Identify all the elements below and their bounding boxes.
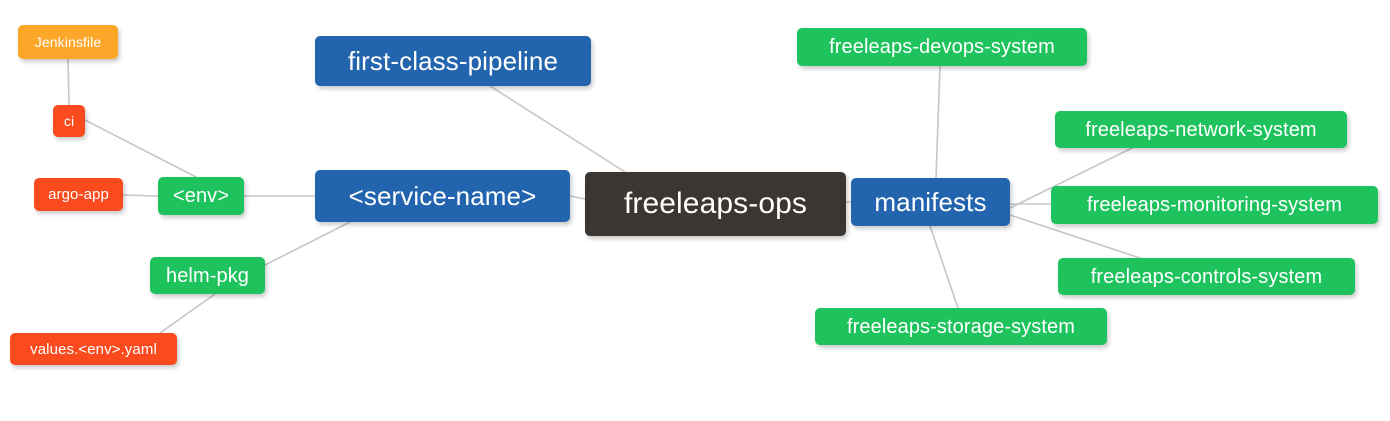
node-label: freeleaps-controls-system xyxy=(1090,265,1323,288)
edge-ci-to-env xyxy=(84,119,197,178)
edge-manifests-to-freeleaps-devops-system xyxy=(935,65,941,179)
node-freeleaps-controls-system[interactable]: freeleaps-controls-system xyxy=(1058,258,1355,295)
node-label: freeleaps-devops-system xyxy=(829,36,1055,58)
node-values-env-yaml[interactable]: values.<env>.yaml xyxy=(10,333,177,365)
edge-helm-pkg-to-service-name xyxy=(264,221,351,266)
edge-manifests-to-freeleaps-storage-system xyxy=(929,225,959,309)
node-argo-app[interactable]: argo-app xyxy=(34,178,123,211)
edge-values-env-yaml-to-helm-pkg xyxy=(159,293,216,334)
node-freeleaps-monitoring-system[interactable]: freeleaps-monitoring-system xyxy=(1051,186,1378,224)
node-freeleaps-ops[interactable]: freeleaps-ops xyxy=(585,172,846,236)
node-label: values.<env>.yaml xyxy=(30,340,157,358)
node-ci[interactable]: ci xyxy=(53,105,85,137)
node-label: freeleaps-network-system xyxy=(1085,118,1317,141)
node-label: freeleaps-monitoring-system xyxy=(1086,194,1342,216)
node-jenkinsfile[interactable]: Jenkinsfile xyxy=(18,25,118,59)
node-freeleaps-devops-system[interactable]: freeleaps-devops-system xyxy=(797,28,1087,66)
edge-argo-app-to-env xyxy=(122,194,159,197)
node-label: Jenkinsfile xyxy=(34,34,102,50)
edge-service-name-to-freeleaps-ops xyxy=(569,195,586,200)
node-first-class-pipeline[interactable]: first-class-pipeline xyxy=(315,36,591,86)
node-service-name[interactable]: <service-name> xyxy=(315,170,570,222)
node-freeleaps-network-system[interactable]: freeleaps-network-system xyxy=(1055,111,1347,148)
node-label: first-class-pipeline xyxy=(347,46,559,76)
node-env[interactable]: <env> xyxy=(158,177,244,215)
node-label: manifests xyxy=(874,187,987,217)
edge-first-class-pipeline-to-freeleaps-ops xyxy=(489,85,626,173)
node-label: argo-app xyxy=(48,186,109,203)
node-freeleaps-storage-system[interactable]: freeleaps-storage-system xyxy=(815,308,1107,345)
node-label: <service-name> xyxy=(348,181,537,211)
node-manifests[interactable]: manifests xyxy=(851,178,1010,226)
node-label: helm-pkg xyxy=(165,264,250,287)
node-label: freeleaps-storage-system xyxy=(846,315,1076,338)
node-helm-pkg[interactable]: helm-pkg xyxy=(150,257,265,294)
node-label: <env> xyxy=(172,185,230,207)
node-label: ci xyxy=(63,113,75,129)
edge-jenkinsfile-to-ci xyxy=(67,58,70,106)
node-label: freeleaps-ops xyxy=(623,187,808,220)
